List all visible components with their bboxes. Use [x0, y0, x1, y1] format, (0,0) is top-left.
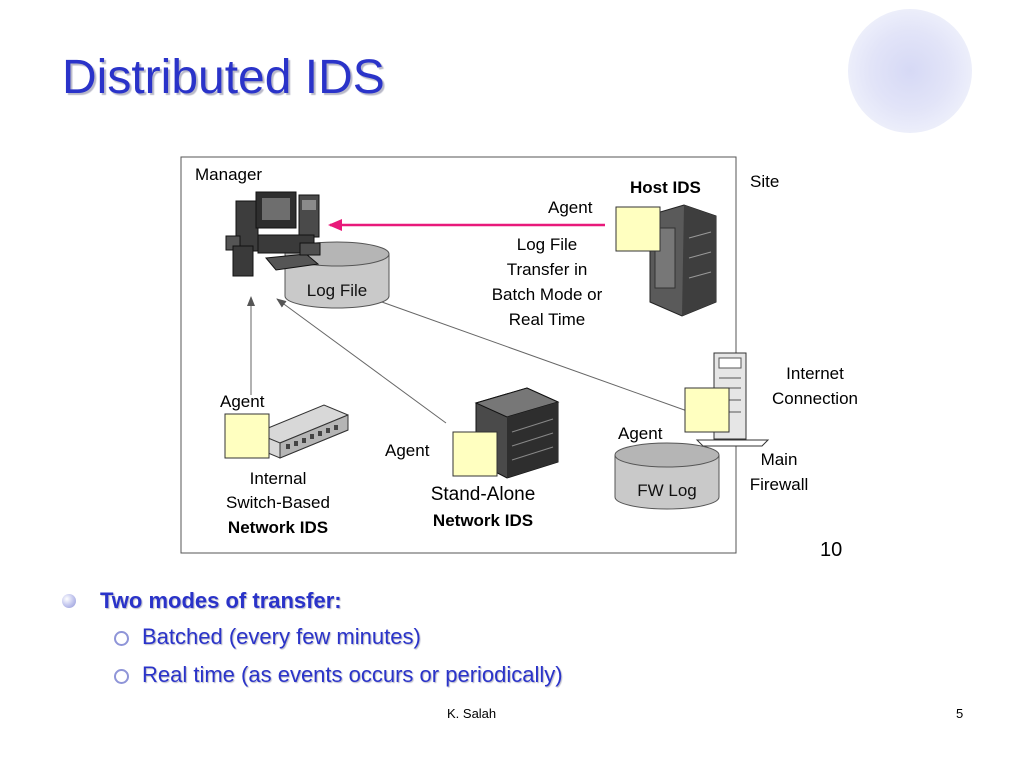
standalone-label-line1: Stand-Alone: [431, 484, 536, 505]
decorative-circle: [848, 9, 972, 133]
sub-bullet-ring-icon: [114, 631, 129, 646]
firewall-label-line1: Main: [761, 450, 798, 469]
bullet-dot-icon: [62, 594, 76, 608]
figure-number: 10: [820, 539, 842, 561]
manager-label: Manager: [195, 165, 262, 184]
standalone-agent-label: Agent: [385, 441, 430, 460]
transfer-label-line1: Log File: [517, 235, 577, 254]
fw-log-label: FW Log: [637, 481, 697, 500]
firewall-label-line2: Firewall: [750, 475, 809, 494]
log-file-label: Log File: [307, 281, 367, 300]
host-agent-label: Agent: [548, 198, 593, 217]
site-label: Site: [750, 172, 779, 191]
transfer-label-line3: Batch Mode or: [492, 285, 603, 304]
host-agent-box: [615, 206, 661, 252]
slide-title: Distributed IDS: [62, 51, 385, 104]
host-ids-label: Host IDS: [630, 178, 701, 197]
sub-bullet-ring-icon: [114, 669, 129, 684]
standalone-to-manager-arrow: [276, 298, 447, 424]
switch-label-line2: Switch-Based: [226, 493, 330, 512]
switch-label-line1: Internal: [250, 469, 307, 488]
firewall-agent-box: [684, 387, 730, 433]
standalone-agent-box: [452, 431, 498, 477]
network-switch-icon: [255, 404, 349, 459]
internet-label-line1: Internet: [786, 364, 844, 383]
internet-label-line2: Connection: [772, 389, 858, 408]
transfer-label-line4: Real Time: [509, 310, 586, 329]
switch-agent-label: Agent: [220, 392, 265, 411]
bullet-main-text: Two modes of transfer:: [100, 588, 342, 613]
switch-label-line3: Network IDS: [228, 518, 328, 537]
sub-bullet-text: Batched (every few minutes): [142, 624, 421, 649]
footer-author: K. Salah: [447, 706, 497, 721]
fw-agent-label: Agent: [618, 424, 663, 443]
switch-agent-box: [224, 413, 270, 459]
host-ids-server-icon: [649, 204, 717, 317]
manager-workstation-icon: [225, 191, 321, 277]
transfer-label-line2: Transfer in: [507, 260, 588, 279]
sub-bullet-text: Real time (as events occurs or periodica…: [142, 662, 563, 687]
footer-page-number: 5: [956, 706, 964, 721]
standalone-label-line2: Network IDS: [433, 511, 533, 530]
fw-log-cylinder-icon: [614, 442, 720, 510]
